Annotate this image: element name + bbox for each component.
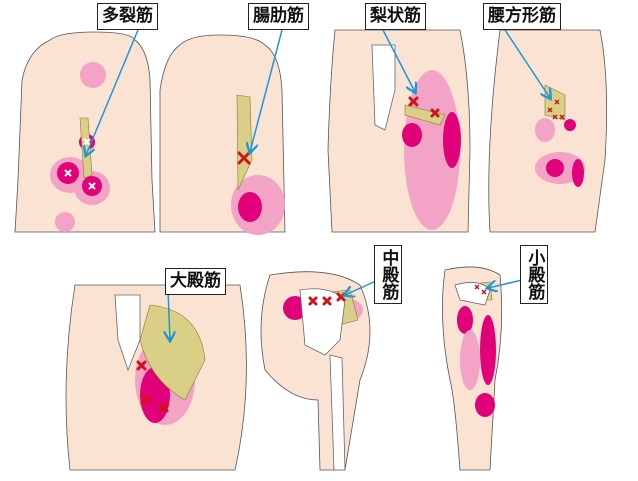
label-quadratus-lumborum: 腰方形筋 bbox=[483, 3, 561, 30]
label-gluteus-medius: 中殿筋 bbox=[374, 245, 403, 304]
label-multifidus: 多裂筋 bbox=[97, 3, 158, 30]
trigger-point-x-marks-light bbox=[64, 138, 96, 190]
label-gluteus-minimus: 小殿筋 bbox=[520, 245, 549, 304]
pointer-arrows bbox=[86, 29, 550, 340]
small-x-marks bbox=[474, 99, 565, 295]
skeleton bbox=[114, 44, 491, 471]
label-piriformis: 梨状筋 bbox=[365, 3, 426, 30]
label-gluteus-maximus: 大殿筋 bbox=[165, 268, 226, 295]
label-iliocostalis: 腸肋筋 bbox=[248, 3, 309, 30]
